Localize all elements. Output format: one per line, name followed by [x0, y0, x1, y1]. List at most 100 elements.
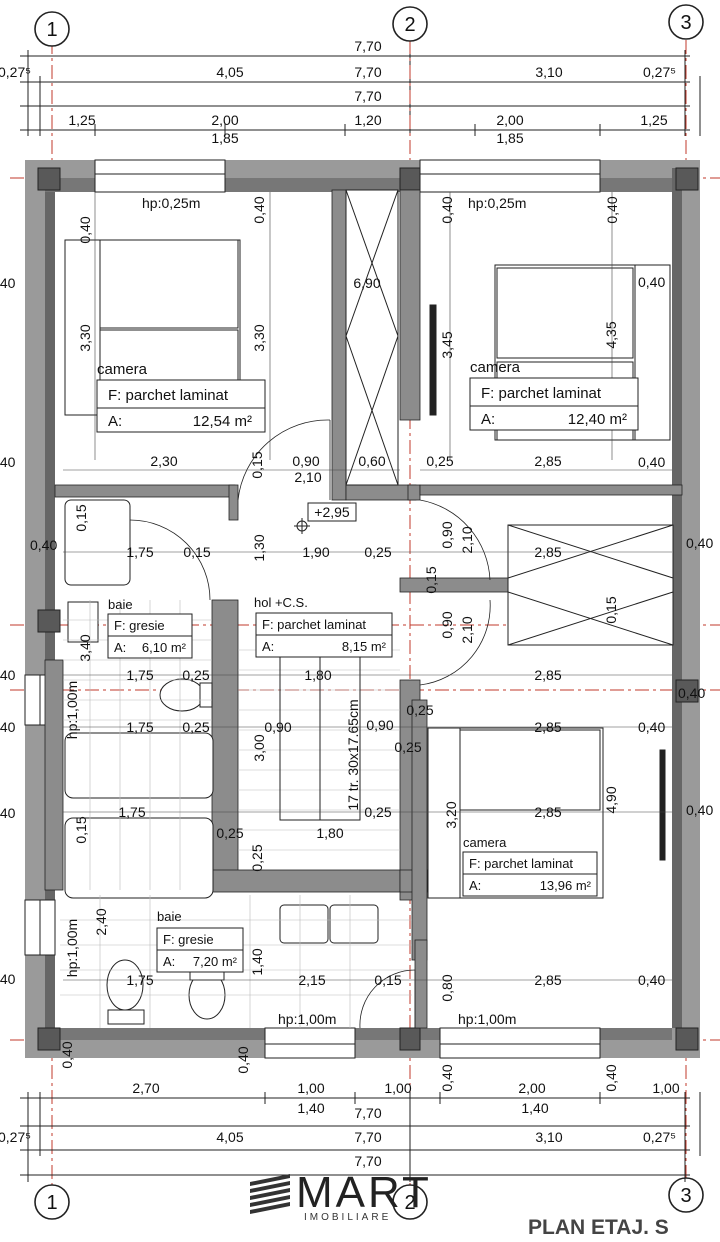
dim-top-r4-e: 1,25 — [640, 112, 667, 128]
svg-text:hp:1,00m: hp:1,00m — [64, 681, 80, 739]
svg-text:3,45: 3,45 — [439, 331, 455, 358]
logo-stripes-icon — [250, 1174, 290, 1214]
svg-text:2: 2 — [404, 1192, 415, 1214]
svg-text:1,30: 1,30 — [251, 534, 267, 561]
dim-bot-r1-d: 2,00 — [518, 1080, 545, 1096]
svg-text:0,40: 0,40 — [686, 802, 713, 818]
svg-text:3,00: 3,00 — [251, 734, 267, 761]
axis-bubble-bottom-2: 2 — [392, 1184, 428, 1220]
svg-text:0,15: 0,15 — [73, 504, 89, 531]
svg-text:2,30: 2,30 — [150, 453, 177, 469]
svg-text:F: parchet laminat: F: parchet laminat — [469, 856, 573, 871]
svg-text:1,80: 1,80 — [304, 667, 331, 683]
dim-bot-r1b-c: 1,40 — [521, 1100, 548, 1116]
dim-top-r4b-a: 1,85 — [211, 130, 238, 146]
svg-text:0,40: 0,40 — [251, 196, 267, 223]
svg-text:2,85: 2,85 — [534, 972, 561, 988]
svg-text:0,90: 0,90 — [439, 611, 455, 638]
room-label-bathroom-1: baie F: gresie A: 6,10 m² — [107, 597, 193, 659]
svg-text:0,40: 0,40 — [604, 196, 620, 223]
dim-040-bottom-left: 0,40 — [59, 1041, 75, 1068]
svg-text:0,40: 0,40 — [678, 685, 705, 701]
svg-text:F: parchet laminat: F: parchet laminat — [481, 385, 602, 402]
svg-text:13,96 m²: 13,96 m² — [540, 878, 592, 893]
svg-text:0,25: 0,25 — [364, 544, 391, 560]
axis-bubble-bottom-3: 3 — [668, 1177, 704, 1213]
svg-text:12,54 m²: 12,54 m² — [193, 413, 252, 430]
svg-text:.40: .40 — [0, 275, 16, 291]
svg-text:1,40: 1,40 — [249, 948, 265, 975]
svg-text:2,10: 2,10 — [294, 469, 321, 485]
axis-bubble-top-3: 3 — [668, 4, 704, 40]
svg-text:0,15: 0,15 — [183, 544, 210, 560]
dim-bot-r2-a: 0,27⁵ — [0, 1129, 31, 1145]
dim-top-r4b-b: 1,85 — [496, 130, 523, 146]
svg-text:3: 3 — [680, 12, 691, 34]
svg-text:.40: .40 — [0, 454, 16, 470]
dim-top-r2-e: 0,27⁵ — [643, 64, 676, 80]
svg-text:2,85: 2,85 — [534, 453, 561, 469]
svg-text:,40: ,40 — [0, 805, 16, 821]
svg-text:4,90: 4,90 — [603, 786, 619, 813]
dim-top-r2-d: 3,10 — [535, 64, 562, 80]
svg-text:hp:0,25m: hp:0,25m — [468, 195, 526, 211]
svg-text:A:: A: — [108, 413, 122, 430]
dim-bot-r1-b: 1,00 — [297, 1080, 324, 1096]
svg-text:0,25: 0,25 — [216, 825, 243, 841]
axis-bubble-top-2: 2 — [392, 6, 428, 42]
svg-text:8,15 m²: 8,15 m² — [342, 639, 387, 654]
svg-text:hp:1,00m: hp:1,00m — [458, 1011, 516, 1027]
dim-top-r2-a: 0,27⁵ — [0, 64, 31, 80]
dim-040-bottom-mid: 0,40 — [235, 1046, 251, 1073]
svg-text:0,40: 0,40 — [638, 972, 665, 988]
logo-subtitle: IMOBILIARE — [304, 1212, 392, 1223]
svg-text:3,20: 3,20 — [443, 801, 459, 828]
svg-text:0,40: 0,40 — [30, 537, 57, 553]
svg-text:baie: baie — [108, 597, 133, 612]
svg-text:0,15: 0,15 — [374, 972, 401, 988]
axis-bubble-top-1: 1 — [34, 11, 70, 47]
svg-text:4,35: 4,35 — [603, 321, 619, 348]
furniture — [64, 189, 674, 1025]
svg-text:0,25: 0,25 — [426, 453, 453, 469]
level-marker: +2,95 — [294, 502, 357, 534]
svg-text:0,90: 0,90 — [292, 453, 319, 469]
svg-text:17 tr. 30x17.65cm: 17 tr. 30x17.65cm — [345, 699, 361, 810]
svg-text:3,40: 3,40 — [77, 634, 93, 661]
svg-text:0,90: 0,90 — [439, 521, 455, 548]
svg-text:2,85: 2,85 — [534, 719, 561, 735]
svg-text:0,40: 0,40 — [638, 719, 665, 735]
svg-text:hp:0,25m: hp:0,25m — [142, 195, 200, 211]
dim-bot-r3: 7,70 — [354, 1153, 381, 1169]
svg-text:F: parchet laminat: F: parchet laminat — [108, 387, 229, 404]
svg-text:2,85: 2,85 — [534, 667, 561, 683]
logo-word: MART — [296, 1168, 432, 1217]
svg-text:3,30: 3,30 — [251, 324, 267, 351]
axis-bubble-bottom-1: 1 — [34, 1184, 70, 1220]
svg-text:0,40: 0,40 — [638, 274, 665, 290]
svg-text:0,25: 0,25 — [249, 844, 265, 871]
svg-text:0,90: 0,90 — [264, 719, 291, 735]
svg-text:F: parchet laminat: F: parchet laminat — [262, 617, 366, 632]
svg-text:0,25: 0,25 — [364, 804, 391, 820]
side-dimension-labels-right: 0,40 0,40 0,40 — [678, 535, 713, 818]
top-dimension-lines — [20, 50, 701, 136]
svg-text:1,80: 1,80 — [316, 825, 343, 841]
svg-text:A:: A: — [469, 878, 481, 893]
dim-bot-r1b-a: 1,40 — [297, 1100, 324, 1116]
svg-text:0,25: 0,25 — [394, 739, 421, 755]
svg-text:7,20 m²: 7,20 m² — [193, 954, 238, 969]
dim-top-overall: 7,70 — [354, 38, 381, 54]
svg-text:baie: baie — [157, 909, 182, 924]
dim-top-r4-b: 2,00 — [211, 112, 238, 128]
svg-text:hp:1,00m: hp:1,00m — [278, 1011, 336, 1027]
svg-text:0,25: 0,25 — [182, 667, 209, 683]
room-label-bathroom-2: baie F: gresie A: 7,20 m² — [156, 909, 244, 973]
dim-top-r3: 7,70 — [354, 88, 381, 104]
svg-text:camera: camera — [97, 361, 148, 378]
svg-text:0,80: 0,80 — [439, 974, 455, 1001]
svg-text:0,40: 0,40 — [638, 454, 665, 470]
svg-text:3,30: 3,30 — [77, 324, 93, 351]
interior-dimension-labels: hp:0,25m hp:0,25m 0,40 0,40 0,40 0,40 3,… — [64, 195, 665, 1027]
